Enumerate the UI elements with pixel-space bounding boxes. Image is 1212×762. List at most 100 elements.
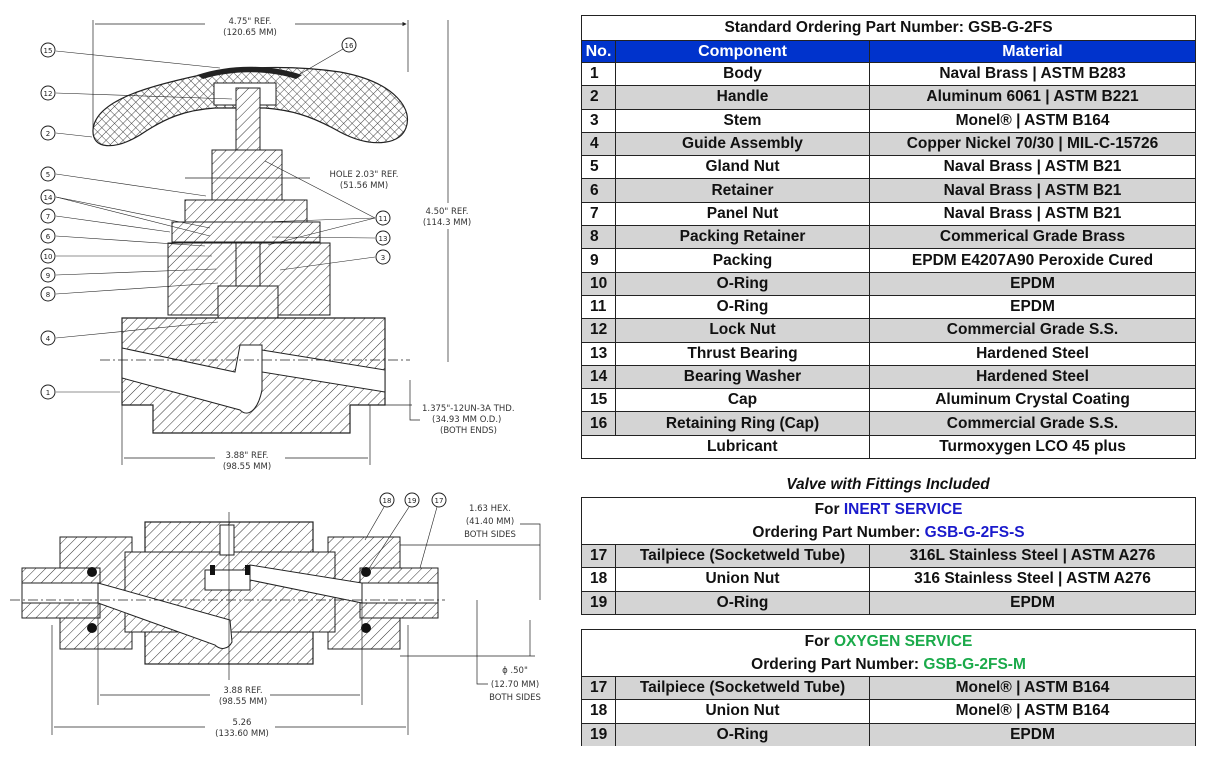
dim-dia-2: (12.70 MM) — [491, 680, 539, 690]
oxygen-part-number: GSB-G-2FS-M — [923, 656, 1026, 673]
dim-inner-mm: (98.55 MM) — [219, 697, 267, 707]
lubricant-material: Turmoxygen LCO 45 plus — [868, 434, 1197, 460]
part-number-cell: 14 — [581, 364, 616, 390]
dim-overall: 5.26 — [233, 718, 252, 728]
dim-width-ref: 4.75" REF. — [228, 17, 271, 27]
balloon-2: 2 — [40, 125, 93, 141]
material-cell: EPDM — [868, 271, 1197, 296]
balloon-17: 17 — [419, 492, 447, 569]
part-number-cell: 5 — [581, 155, 616, 180]
component-cell: Tailpiece (Socketweld Tube) — [615, 543, 870, 569]
svg-text:1: 1 — [46, 389, 50, 397]
gland-nut — [211, 149, 283, 201]
part-number-cell: 13 — [581, 341, 616, 366]
material-cell: Naval Brass | ASTM B21 — [868, 201, 1197, 227]
cap-shape — [197, 66, 302, 79]
component-cell: O-Ring — [615, 294, 870, 320]
material-cell: 316 Stainless Steel | ASTM A276 — [868, 567, 1197, 592]
inert-part-number: GSB-G-2FS-S — [924, 524, 1025, 541]
component-cell: Cap — [615, 388, 870, 413]
dim-hex-2: (41.40 MM) — [466, 517, 514, 527]
dim-base-ref: 3.88" REF. — [225, 451, 268, 461]
material-cell: Commercial Grade S.S. — [868, 411, 1197, 436]
component-cell: O-Ring — [615, 590, 870, 615]
part-number-cell: 18 — [581, 567, 616, 592]
dim-hex-3: BOTH SIDES — [464, 530, 516, 540]
oxygen-service-table: For OXYGEN SERVICE Ordering Part Number:… — [581, 629, 1196, 746]
balloon-16: 16 — [299, 37, 357, 75]
material-cell: Commerical Grade Brass — [868, 225, 1197, 250]
component-cell: Stem — [615, 108, 870, 133]
material-cell: Monel® | ASTM B164 — [869, 675, 1196, 701]
balloon-8: 8 — [40, 282, 219, 302]
component-cell: O-Ring — [615, 722, 870, 746]
svg-text:2: 2 — [46, 130, 50, 138]
dim-overall-mm: (133.60 MM) — [215, 729, 269, 739]
svg-text:10: 10 — [44, 253, 53, 261]
balloon-12: 12 — [40, 85, 233, 101]
material-cell: Aluminum Crystal Coating — [868, 388, 1197, 413]
balloon-9: 9 — [40, 267, 217, 283]
part-number-cell: 10 — [581, 271, 616, 296]
part-number-cell: 7 — [581, 201, 616, 227]
component-cell: Tailpiece (Socketweld Tube) — [615, 675, 870, 701]
dim-hole-mm: (51.56 MM) — [340, 181, 388, 191]
svg-text:11: 11 — [379, 215, 388, 223]
standard-parts-table: Standard Ordering Part Number: GSB-G-2FS… — [580, 15, 1197, 460]
component-cell: Retainer — [615, 178, 870, 203]
component-cell: Packing — [615, 248, 870, 273]
svg-text:5: 5 — [46, 171, 50, 179]
part-number-cell: 17 — [581, 675, 616, 701]
svg-text:8: 8 — [46, 291, 50, 299]
material-cell: Monel® | ASTM B164 — [869, 699, 1196, 724]
component-cell: Handle — [615, 85, 870, 110]
inert-service-table: For INERT SERVICE Ordering Part Number: … — [580, 497, 1197, 615]
balloon-13: 13 — [271, 230, 391, 246]
dim-base-mm: (98.55 MM) — [223, 462, 271, 472]
part-number-cell: 8 — [581, 225, 616, 250]
component-cell: Union Nut — [615, 699, 870, 724]
fittings-caption: Valve with Fittings Included — [786, 476, 990, 493]
valve-drawings: 4.75" REF. (120.65 MM) HOLE 2.03" REF. (… — [0, 0, 575, 762]
balloon-5: 5 — [40, 166, 207, 197]
balloon-18: 18 — [364, 492, 395, 541]
oxygen-service-header: For OXYGEN SERVICE Ordering Part Number:… — [581, 629, 1196, 677]
part-number-cell: 19 — [581, 722, 616, 746]
dim-inner-ref: 3.88 REF. — [223, 686, 262, 696]
oxygen-service-label: OXYGEN SERVICE — [833, 633, 973, 650]
part-number-cell: 4 — [581, 131, 616, 157]
dim-hex-1: 1.63 HEX. — [469, 504, 511, 514]
component-cell: Thrust Bearing — [615, 341, 870, 366]
lubricant-label: Lubricant — [615, 434, 870, 460]
svg-text:15: 15 — [44, 47, 53, 55]
dim-dia-1: ϕ .50" — [502, 666, 528, 676]
balloon-3: 3 — [279, 249, 391, 271]
material-cell: Naval Brass | ASTM B21 — [868, 155, 1197, 180]
part-number-cell: 18 — [581, 699, 616, 724]
component-cell: Union Nut — [615, 567, 870, 592]
component-cell: Bearing Washer — [615, 364, 870, 390]
part-number-cell: 6 — [581, 178, 616, 203]
inert-service-label: INERT SERVICE — [843, 501, 963, 518]
column-header-material: Material — [868, 40, 1197, 63]
dim-thread-2: (34.93 MM O.D.) — [432, 415, 501, 425]
dim-width-mm: (120.65 MM) — [223, 28, 277, 38]
part-number-cell: 19 — [581, 590, 616, 615]
svg-text:4: 4 — [46, 335, 51, 343]
component-cell: Panel Nut — [615, 201, 870, 227]
material-cell: Hardened Steel — [868, 341, 1197, 366]
